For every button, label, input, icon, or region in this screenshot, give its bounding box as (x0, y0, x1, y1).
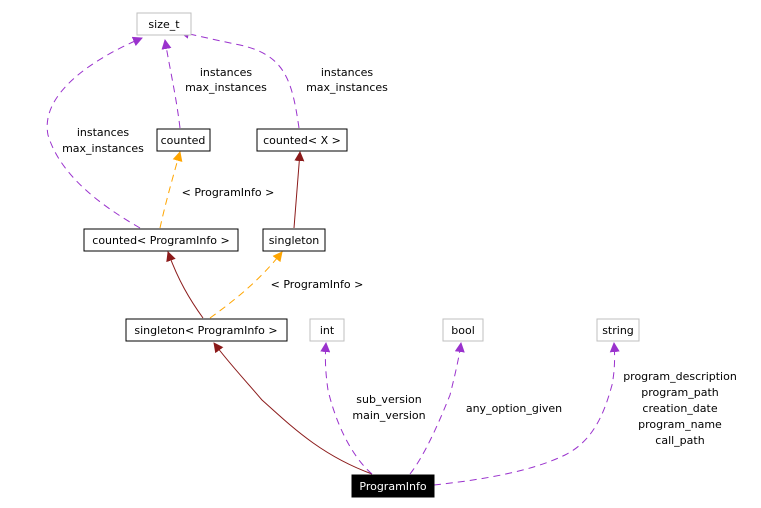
edge-singleton-to-counted-x (293, 151, 305, 229)
edge-label-line: creation_date (642, 402, 717, 415)
node-counted-x[interactable]: counted< X > (256, 128, 348, 152)
edge-label-line: program_name (638, 418, 722, 431)
node-string-label: string (602, 324, 634, 337)
edge-counted-programinfo-to-size-t (46, 36, 143, 229)
label-int-members: sub_version main_version (352, 393, 425, 422)
node-counted-label: counted (161, 134, 206, 147)
edge-label-line: max_instances (185, 81, 267, 94)
edge-singleton-programinfo-to-counted-programinfo (166, 251, 204, 319)
node-counted-programinfo[interactable]: counted< ProgramInfo > (83, 228, 239, 252)
node-singleton-label: singleton (269, 234, 320, 247)
edge-counted-to-size-t (161, 39, 181, 129)
edge-label-line: program_path (641, 386, 718, 399)
node-string[interactable]: string (596, 318, 640, 342)
label-counted-template-arg: < ProgramInfo > (182, 186, 275, 199)
label-string-members: program_description program_path creatio… (623, 370, 737, 447)
node-counted-programinfo-label: counted< ProgramInfo > (92, 234, 229, 247)
edge-programinfo-to-string (433, 342, 620, 486)
label-bool-members: any_option_given (466, 402, 562, 415)
node-size-t-label: size_t (148, 18, 180, 31)
node-singleton-programinfo[interactable]: singleton< ProgramInfo > (125, 318, 288, 342)
edge-programinfo-to-singleton-programinfo (213, 342, 373, 475)
node-bool[interactable]: bool (442, 318, 484, 342)
edge-label-line: instances (321, 66, 374, 79)
node-int[interactable]: int (309, 318, 345, 342)
edge-label-line: sub_version (356, 393, 422, 406)
label-counted-to-size-t: instances max_instances (185, 66, 267, 94)
node-singleton-programinfo-label: singleton< ProgramInfo > (134, 324, 277, 337)
edge-singleton-template (209, 251, 283, 319)
edge-label-line: call_path (655, 434, 704, 447)
label-counted-programinfo-to-size-t: instances max_instances (62, 126, 144, 155)
edge-counted-x-to-size-t (179, 28, 300, 129)
node-counted-x-label: counted< X > (263, 134, 341, 147)
edge-label-line: max_instances (62, 142, 144, 155)
node-counted[interactable]: counted (156, 128, 211, 152)
label-singleton-template-arg: < ProgramInfo > (271, 278, 364, 291)
edge-label-line: instances (200, 66, 253, 79)
node-bool-label: bool (451, 324, 475, 337)
node-singleton[interactable]: singleton (262, 228, 326, 252)
edge-label-line: instances (77, 126, 130, 139)
edge-label-line: max_instances (306, 81, 388, 94)
node-programinfo[interactable]: ProgramInfo (351, 474, 435, 498)
edge-counted-template (159, 151, 183, 229)
edge-label-line: program_description (623, 370, 737, 383)
edge-programinfo-to-bool (409, 342, 465, 475)
edge-programinfo-to-int (320, 342, 373, 475)
label-counted-x-to-size-t: instances max_instances (306, 66, 388, 94)
node-size-t[interactable]: size_t (136, 12, 192, 36)
node-int-label: int (320, 324, 335, 337)
node-programinfo-label: ProgramInfo (359, 480, 427, 493)
edge-label-line: main_version (352, 409, 425, 422)
